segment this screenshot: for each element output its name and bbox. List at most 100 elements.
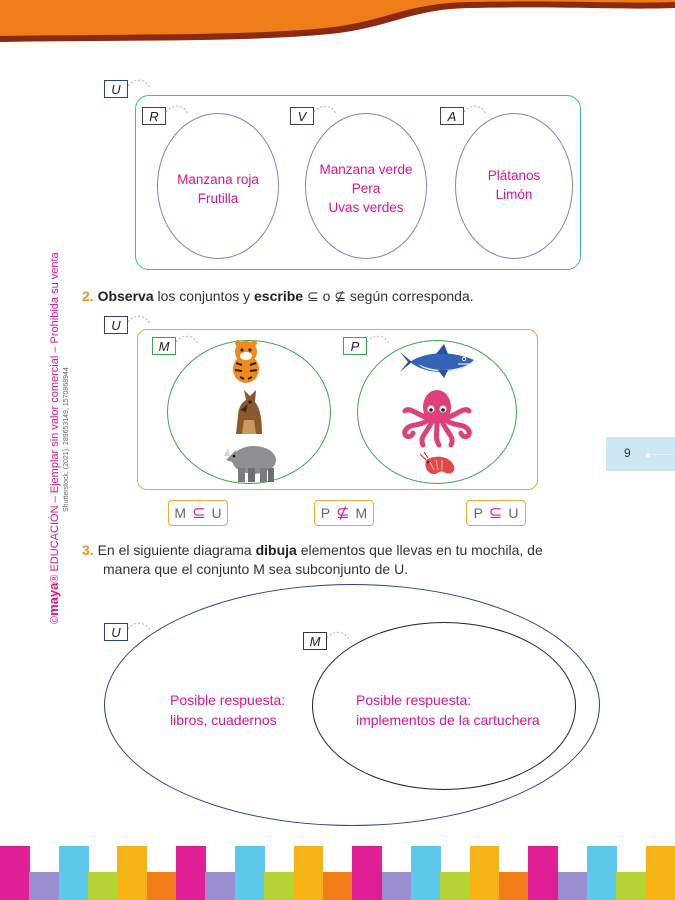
keyword-observa: Observa — [97, 288, 154, 304]
keyword-escribe: escribe — [254, 288, 304, 304]
footer-stripe — [616, 872, 647, 900]
relation-right: U — [508, 505, 519, 521]
dog-icon — [236, 390, 262, 434]
footer-stripe — [117, 846, 148, 900]
set-label-r: R — [142, 107, 166, 125]
set-a-item: Limón — [495, 187, 533, 202]
question-2: 2. Observa los conjuntos y escribe ⊆ o ⊈… — [82, 287, 474, 306]
universe-oval-3 — [104, 584, 600, 826]
footer-stripe — [440, 872, 471, 900]
rhino-icon — [224, 446, 276, 482]
relation-symbol: ⊆ — [488, 505, 503, 522]
copyright-symbol: © — [49, 615, 61, 624]
question-text: los conjuntos y — [153, 288, 255, 304]
footer-stripe — [146, 872, 177, 900]
universe-box-1 — [135, 95, 581, 270]
answer-line: libros, cuadernos — [170, 712, 277, 728]
footer-stripe — [352, 846, 383, 900]
tag-hook-icon — [128, 79, 151, 89]
footer-stripe — [58, 846, 89, 900]
set-label-m: M — [152, 337, 176, 355]
page-number-tab: 9 — [606, 437, 675, 471]
tag-hook-icon — [327, 631, 350, 641]
tag-hook-icon — [128, 622, 151, 632]
relation-right: M — [355, 505, 368, 521]
set-r-items: Manzana roja Frutilla — [158, 170, 278, 208]
question-text: elementos que llevas en tu mochila, de — [296, 542, 543, 558]
copyright-sidebar: ©maya® EDUCACIÓN – Ejemplar sin valor co… — [46, 252, 61, 624]
tag-hook-icon — [166, 105, 189, 115]
footer-stripe — [469, 846, 500, 900]
footer-stripe — [645, 846, 675, 900]
tiger-icon — [233, 340, 259, 383]
footer-stripe — [293, 846, 324, 900]
set-oval-m — [167, 340, 331, 484]
answer-subset: Posible respuesta: implementos de la car… — [356, 690, 540, 730]
set-oval-a: Plátanos Limón — [455, 113, 573, 259]
set-label-a: A — [440, 107, 464, 125]
question-text: manera que el conjunto M sea subconjunto… — [103, 561, 409, 577]
footer-stripes — [0, 846, 675, 900]
relation-left: M — [174, 505, 187, 521]
header-wave — [0, 0, 675, 42]
subset-oval-m — [312, 622, 576, 790]
universe-label-3: U — [104, 623, 128, 641]
footer-stripe — [381, 872, 412, 900]
answer-line: Posible respuesta: — [356, 692, 472, 708]
footer-stripe — [205, 872, 236, 900]
keyword-dibuja: dibuja — [255, 542, 297, 558]
relation-box-1: M ⊆ U — [168, 500, 228, 526]
set-a-items: Plátanos Limón — [456, 166, 572, 204]
set-r-item: Manzana roja — [177, 172, 259, 187]
universe-label-1: U — [104, 80, 128, 98]
question-number: 2. — [82, 288, 94, 304]
universe-box-2 — [137, 329, 538, 490]
answer-line: implementos de la cartuchera — [356, 712, 540, 728]
set-label-p: P — [343, 337, 367, 355]
shrimp-icon — [420, 452, 455, 474]
subset-label-m: M — [303, 632, 327, 650]
relation-left: P — [320, 505, 331, 521]
tag-hook-icon — [314, 105, 337, 115]
answer-universe: Posible respuesta: libros, cuadernos — [170, 690, 285, 730]
set-r-item: Frutilla — [197, 191, 239, 206]
question-number: 3. — [82, 542, 94, 558]
copyright-text: EDUCACIÓN – Ejemplar sin valor comercial… — [49, 252, 61, 572]
image-credit: Shutterstock, (2021). 289653149, 1570868… — [63, 367, 70, 512]
tag-hook-icon — [367, 335, 390, 345]
octopus-icon — [402, 390, 472, 448]
set-v-item: Uvas verdes — [328, 200, 404, 215]
page-number: 9 — [624, 446, 631, 460]
tag-hook-icon — [128, 315, 151, 325]
set-oval-p — [357, 340, 517, 484]
footer-stripe — [176, 846, 206, 900]
footer-stripe — [264, 872, 294, 900]
shark-icon — [400, 344, 474, 378]
footer-stripe — [0, 846, 30, 900]
answer-line: Posible respuesta: — [170, 692, 286, 708]
footer-stripe — [234, 846, 265, 900]
brand-logo: maya — [46, 582, 61, 616]
relation-left: P — [473, 505, 483, 521]
set-v-items: Manzana verde Pera Uvas verdes — [306, 160, 426, 217]
set-v-item: Pera — [351, 181, 381, 196]
set-label-v: V — [290, 107, 314, 125]
universe-label-2: U — [104, 316, 128, 334]
set-a-item: Plátanos — [487, 168, 541, 183]
set-oval-v: Manzana verde Pera Uvas verdes — [305, 113, 427, 259]
footer-stripe — [29, 872, 60, 900]
tag-hook-icon — [464, 105, 487, 115]
tag-hook-icon — [176, 335, 199, 345]
relation-symbol: ⊆ — [192, 505, 206, 522]
footer-stripe — [498, 872, 529, 900]
footer-stripe — [557, 872, 588, 900]
footer-stripe — [587, 846, 617, 900]
relation-right: U — [211, 505, 222, 521]
relation-box-3: P ⊆ U — [466, 500, 526, 526]
question-text: En el siguiente diagrama — [97, 542, 256, 558]
footer-stripe — [88, 872, 118, 900]
question-text: ⊆ o ⊈ según corresponda. — [303, 288, 474, 304]
question-3: 3. En el siguiente diagrama dibuja eleme… — [82, 541, 543, 579]
set-oval-r: Manzana roja Frutilla — [157, 113, 279, 259]
relation-box-2: P ⊈ M — [314, 500, 374, 526]
